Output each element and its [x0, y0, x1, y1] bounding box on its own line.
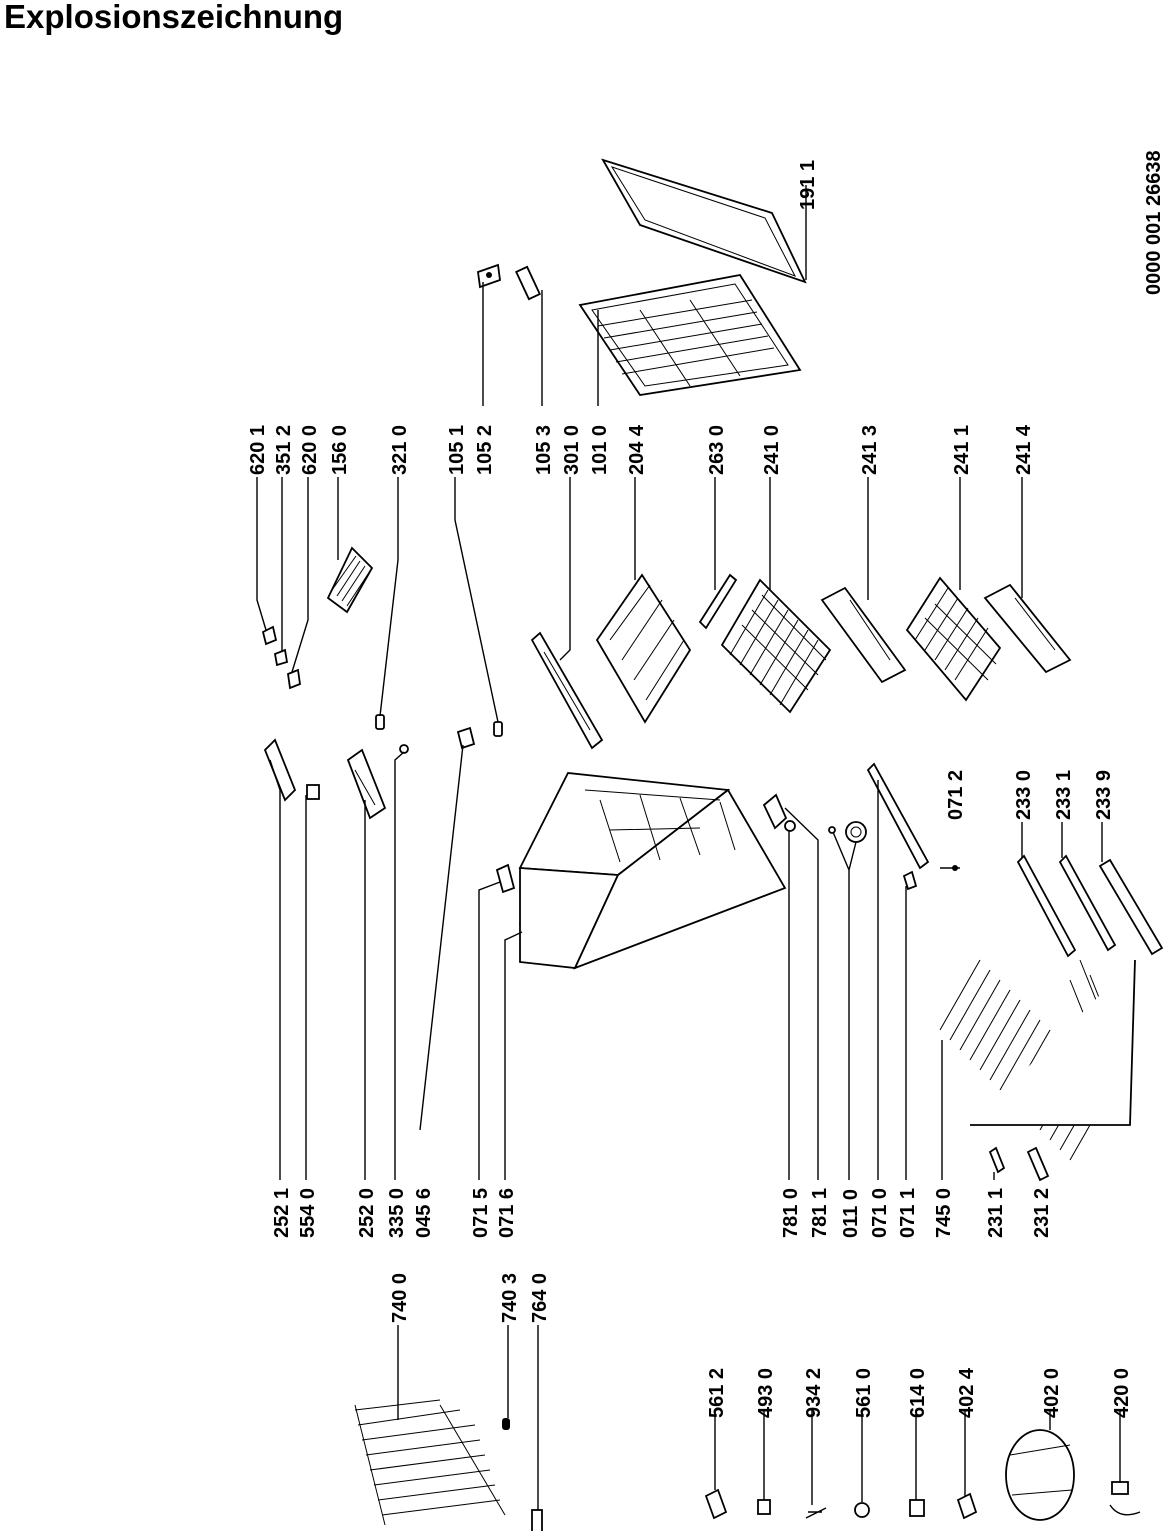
drawing-number: 0000 001 26638	[1143, 150, 1165, 295]
wire-basket-241-1	[905, 576, 1002, 702]
label-231-1: 231 1	[985, 1188, 1007, 1238]
label-614-0: 614 0	[907, 1368, 929, 1418]
label-745-0: 745 0	[933, 1188, 955, 1238]
label-561-2: 561 2	[706, 1368, 728, 1418]
label-105-1: 105 1	[446, 425, 468, 475]
label-620-0: 620 0	[299, 425, 321, 475]
hinge-part-105-2	[477, 263, 501, 289]
label-740-0: 740 0	[389, 1273, 411, 1323]
part-231-1	[988, 1146, 1006, 1174]
fan-011-0	[845, 821, 867, 843]
label-071-2: 071 2	[945, 770, 967, 820]
small-part-321-0	[375, 714, 385, 730]
label-045-6: 045 6	[413, 1188, 435, 1238]
small-part-105-1	[493, 721, 503, 737]
label-263-0: 263 0	[706, 425, 728, 475]
label-191-1: 191 1	[797, 160, 819, 210]
part-561-0	[854, 1502, 870, 1518]
thermostat-252-0	[346, 748, 387, 820]
cabinet	[518, 772, 787, 970]
drawer-front-241-3	[820, 586, 907, 684]
part-071-5	[495, 863, 516, 894]
small-part-554-0	[306, 784, 320, 800]
part-934-2	[805, 1507, 827, 1519]
label-204-4: 204 4	[626, 424, 648, 475]
label-252-1: 252 1	[271, 1188, 293, 1238]
small-part-351-2	[273, 648, 289, 667]
label-781-1: 781 1	[809, 1188, 831, 1238]
drawer-front-241-4	[983, 583, 1072, 674]
label-934-2: 934 2	[803, 1368, 825, 1418]
part-402-4	[956, 1492, 978, 1520]
rail-233-1	[1058, 854, 1117, 952]
small-part-781-1b	[828, 826, 836, 834]
label-420-0: 420 0	[1111, 1368, 1133, 1418]
label-740-3: 740 3	[499, 1273, 521, 1323]
part-561-2	[704, 1488, 728, 1520]
label-620-1: 620 1	[247, 425, 269, 475]
label-071-1: 071 1	[897, 1188, 919, 1238]
label-231-2: 231 2	[1031, 1188, 1053, 1238]
leader-lines	[256, 185, 1121, 1510]
label-402-4: 402 4	[956, 1367, 978, 1418]
label-241-0: 241 0	[761, 425, 783, 475]
page-title: Explosionszeichnung	[4, 0, 344, 35]
label-241-1: 241 1	[951, 425, 973, 475]
label-301-0: 301 0	[561, 425, 583, 475]
part-493-0	[757, 1499, 771, 1515]
part-740-3	[502, 1418, 510, 1430]
label-105-3: 105 3	[533, 425, 555, 475]
door-inner	[578, 274, 802, 396]
label-071-0: 071 0	[869, 1188, 891, 1238]
label-233-9: 233 9	[1093, 770, 1115, 820]
label-321-0: 321 0	[389, 425, 411, 475]
wire-basket-241-0	[720, 578, 832, 714]
hinge-781-1	[762, 793, 788, 830]
label-233-0: 233 0	[1013, 770, 1035, 820]
label-011-0: 011 0	[840, 1189, 862, 1238]
label-402-0: 402 0	[1041, 1368, 1063, 1418]
label-101-0: 101 0	[589, 425, 611, 475]
door-seal	[601, 158, 807, 284]
label-554-0: 554 0	[297, 1188, 319, 1238]
label-764-0: 764 0	[529, 1273, 551, 1323]
label-233-1: 233 1	[1053, 770, 1075, 820]
small-part-335-0	[399, 744, 409, 754]
label-071-6: 071 6	[496, 1188, 518, 1238]
label-781-0: 781 0	[780, 1188, 802, 1238]
hinge-part-105-3	[515, 265, 541, 301]
label-493-0: 493 0	[755, 1368, 777, 1418]
drawer-204-4	[595, 573, 692, 724]
foot-781-0	[784, 820, 796, 832]
bar-071-0	[866, 762, 930, 870]
small-part-620-1	[261, 625, 278, 646]
part-420-0	[1109, 1481, 1141, 1516]
clip-071-1	[902, 870, 918, 891]
evaporator-745-0	[939, 959, 1136, 1161]
ice-tray-156-0	[326, 546, 374, 614]
label-351-2: 351 2	[273, 425, 295, 475]
strip-263-0	[698, 573, 738, 630]
part-231-2	[1026, 1146, 1050, 1182]
compressor-402-0	[1005, 1429, 1075, 1521]
label-561-0: 561 0	[853, 1368, 875, 1418]
label-241-3: 241 3	[859, 425, 881, 475]
rail-301-0	[530, 631, 604, 750]
condenser-740-0	[354, 1399, 506, 1526]
label-335-0: 335 0	[386, 1188, 408, 1238]
label-241-4: 241 4	[1013, 424, 1035, 475]
part-764-0	[531, 1509, 543, 1531]
label-252-0: 252 0	[356, 1188, 378, 1238]
small-part-620-0	[287, 668, 301, 690]
label-105-2: 105 2	[474, 425, 496, 475]
knob-045-6	[456, 726, 476, 750]
label-071-5: 071 5	[470, 1188, 492, 1238]
rail-233-9	[1098, 858, 1164, 956]
label-156-0: 156 0	[329, 425, 351, 475]
part-614-0	[909, 1499, 925, 1517]
